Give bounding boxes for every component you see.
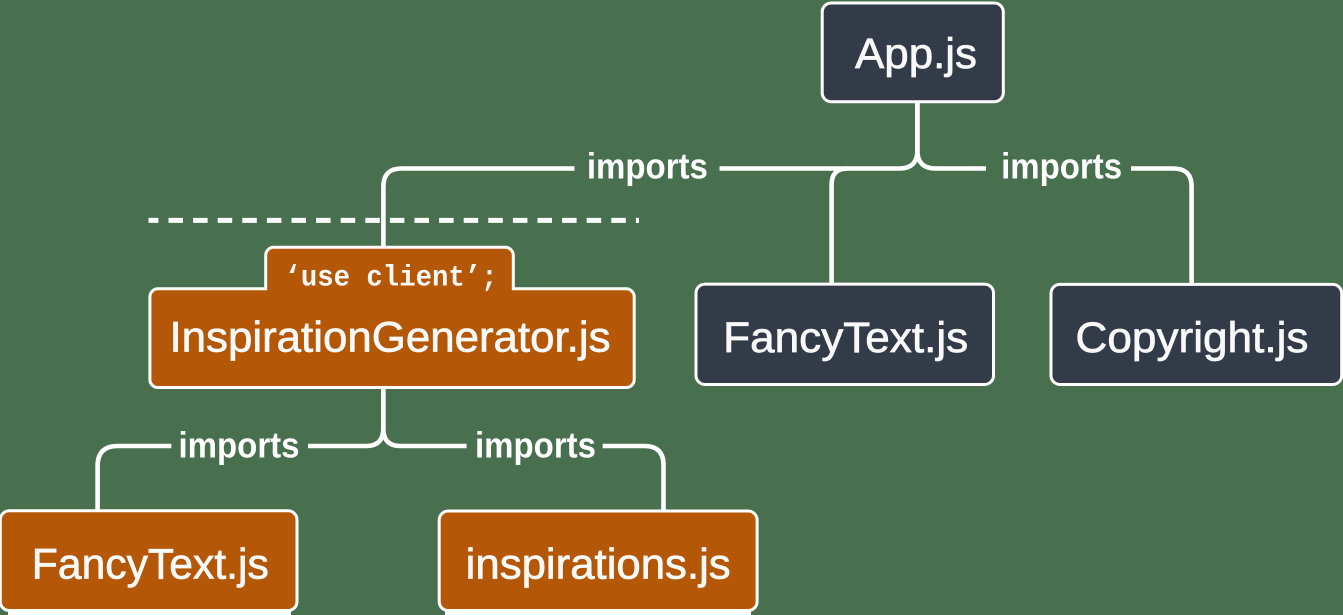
svg-text:FancyText.js: FancyText.js [32,541,269,588]
svg-text:imports: imports [587,146,708,187]
svg-text:imports: imports [179,424,300,465]
svg-text:InspirationGenerator.js: InspirationGenerator.js [170,315,611,362]
svg-text:‘use client’;: ‘use client’; [285,262,498,296]
svg-text:Copyright.js: Copyright.js [1076,315,1309,362]
svg-text:imports: imports [475,424,596,465]
svg-text:inspirations.js: inspirations.js [466,541,731,588]
svg-text:imports: imports [1001,146,1122,187]
svg-text:App.js: App.js [855,31,977,78]
svg-text:FancyText.js: FancyText.js [723,315,968,362]
